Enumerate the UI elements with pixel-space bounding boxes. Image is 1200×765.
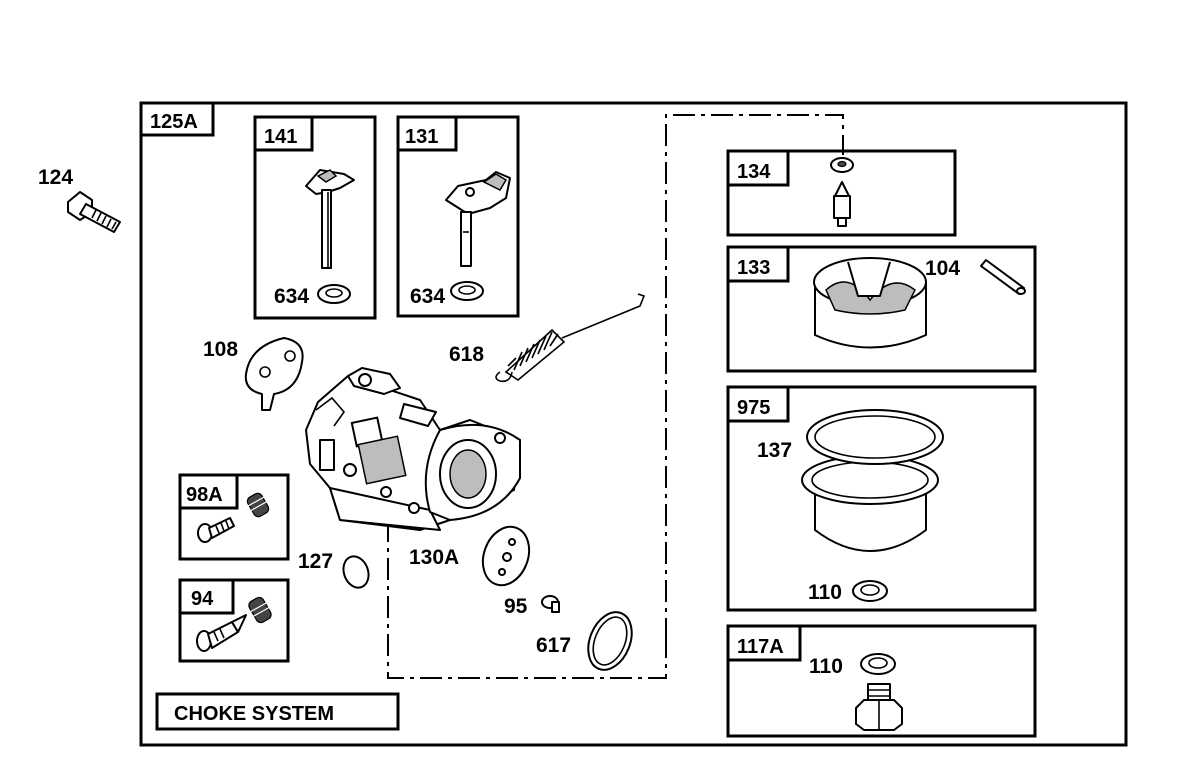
choke-system-label: CHOKE SYSTEM: [174, 703, 334, 725]
kit-975: 975 137 110: [726, 385, 1037, 612]
kit-134: 134: [726, 149, 957, 237]
washer-634-a: [317, 284, 351, 304]
gasket-110-b: [860, 653, 896, 675]
float-133: [813, 257, 927, 349]
part-124-label: 124: [38, 166, 73, 189]
kit-117A: 117A 110: [726, 624, 1037, 738]
choke-shaft-141: [305, 169, 355, 269]
screw-95: [541, 595, 560, 613]
kit-133: 133 104: [726, 245, 1037, 373]
inlet-needle-134: [830, 157, 854, 227]
bolt-124: [67, 191, 121, 233]
kit-975-tag: 975: [737, 397, 770, 419]
part-130A-label: 130A: [409, 546, 459, 569]
kit-141: 141 634: [253, 115, 377, 320]
idle-screw-98A: [197, 517, 235, 543]
assembly-125A-tag: 125A: [150, 111, 198, 133]
kit-975-part-110-label: 110: [808, 581, 842, 604]
welch-plug-127: [342, 555, 370, 589]
kit-131: 131 634: [396, 115, 520, 318]
throttle-shaft-131: [445, 171, 511, 267]
kit-133-part-104-label: 104: [925, 257, 960, 280]
kit-94-tag: 94: [191, 588, 214, 610]
group-line-right: [665, 114, 844, 640]
part-617-label: 617: [536, 634, 571, 657]
part-108-label: 108: [203, 338, 238, 361]
choke-plate-108: [244, 337, 304, 411]
kit-134-tag: 134: [737, 161, 771, 183]
float-bowl-137: [801, 409, 944, 552]
assembly-125A-tag-box: [139, 101, 215, 137]
kit-141-tag: 141: [264, 126, 297, 148]
kit-117A-tag: 117A: [737, 636, 784, 658]
choke-system-box: [155, 692, 400, 731]
part-618-label: 618: [449, 343, 484, 366]
gasket-ring-617: [587, 611, 633, 671]
hinge-pin-104: [980, 259, 1026, 295]
assembly-125A-frame: [139, 101, 1128, 747]
kit-131-part-634-label: 634: [410, 285, 445, 308]
kit-133-tag: 133: [737, 257, 770, 279]
mixture-spring-94: [248, 596, 272, 624]
part-95-label: 95: [504, 595, 528, 618]
throttle-plate-130A: [481, 525, 531, 587]
bowl-nut-117A: [855, 683, 903, 731]
kit-131-tag: 131: [405, 126, 438, 148]
kit-98A: 98A: [178, 473, 290, 561]
kit-141-part-634-label: 634: [274, 285, 309, 308]
governor-spring-618: [495, 293, 646, 383]
part-127-label: 127: [298, 550, 333, 573]
kit-94: 94: [178, 578, 290, 663]
kit-975-part-137-label: 137: [757, 439, 792, 462]
washer-634-b: [450, 281, 484, 301]
mixture-screw-94: [196, 614, 247, 652]
kit-98A-tag: 98A: [186, 484, 223, 506]
carburetor-body: [305, 367, 521, 531]
idle-spring-98A: [246, 492, 270, 518]
group-line-bottom: [387, 520, 667, 679]
kit-117A-part-110-label: 110: [809, 655, 843, 678]
gasket-110-a: [852, 580, 888, 602]
